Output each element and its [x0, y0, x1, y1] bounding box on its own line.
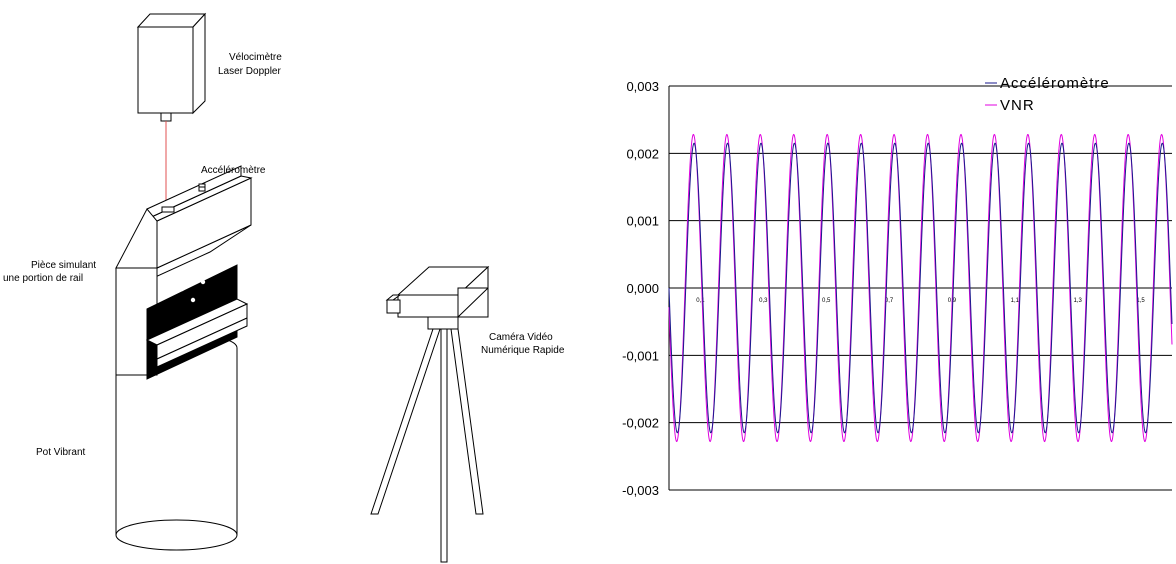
x-tick-label: 1,5	[1136, 298, 1145, 304]
camera-tripod	[370, 316, 484, 563]
accelerometer-label: Accéléromètre	[201, 165, 266, 176]
rail-piece-label-line1: Pièce simulant	[31, 260, 96, 271]
y-tick-label: -0,001	[622, 348, 659, 363]
legend-label: VNR	[1000, 97, 1035, 114]
laser-velocimeter	[136, 12, 207, 122]
velocimeter-label-line1: Vélocimètre	[229, 52, 282, 63]
y-tick-label: 0,002	[626, 146, 659, 161]
x-tick-label: 0,7	[885, 298, 894, 304]
y-tick-label: 0,001	[626, 214, 659, 229]
rail-piece	[115, 165, 253, 380]
accelerometer-sensor	[198, 183, 206, 192]
y-tick-label: 0,003	[626, 79, 659, 94]
camera-body	[385, 265, 490, 319]
x-tick-label: 1,1	[1011, 298, 1020, 304]
x-tick-label: 0,5	[822, 298, 831, 304]
target-dots	[179, 267, 206, 303]
laser-target-mark	[161, 206, 175, 213]
camera-label-line1: Caméra Vidéo	[489, 332, 553, 343]
x-tick-label: 1,3	[1074, 298, 1083, 304]
signal-comparison-chart: 0,003 0,002 0,001 0,000 -0,001 -0,002 -0,003 0,…	[622, 75, 1173, 498]
shaker-label: Pot Vibrant	[36, 447, 86, 458]
rail-piece-label-line2: une portion de rail	[3, 273, 83, 284]
legend-label: Accéléromètre	[1000, 75, 1110, 92]
series-line-accelerometre	[668, 142, 1173, 434]
series-line-vnr	[668, 133, 1173, 443]
camera-label-line2: Numérique Rapide	[481, 345, 565, 356]
y-tick-label: -0,002	[622, 416, 659, 431]
x-tick-label: 0,3	[759, 298, 768, 304]
y-tick-label: -0,003	[622, 483, 659, 498]
velocimeter-label-line2: Laser Doppler	[218, 66, 281, 77]
y-tick-label: 0,000	[626, 281, 659, 296]
x-tick-label: 0,1	[696, 298, 705, 304]
